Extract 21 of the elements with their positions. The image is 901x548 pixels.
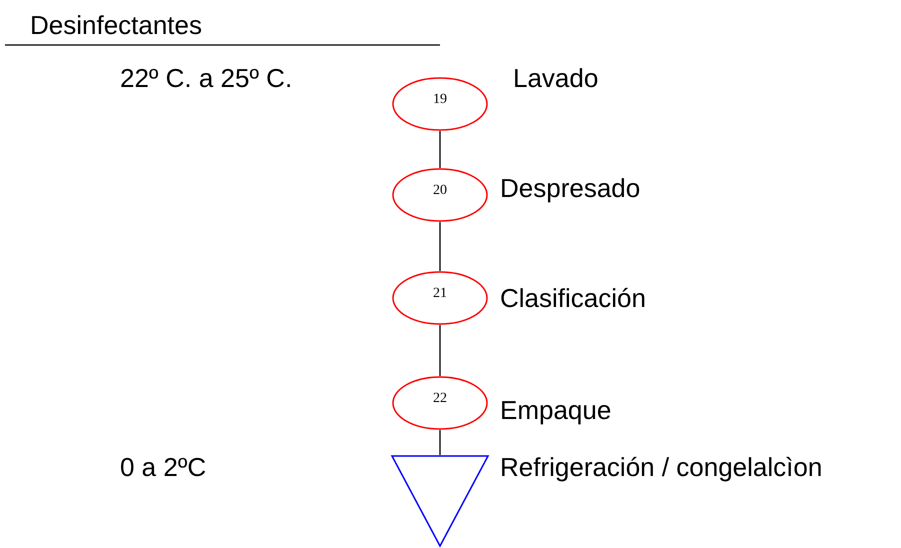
temperature-note: 22º C. a 25º C.: [120, 63, 292, 93]
step-number: 22: [433, 391, 447, 407]
connector-line: [439, 325, 441, 376]
connector-line: [439, 131, 441, 168]
step-label: Empaque: [500, 395, 612, 425]
process-circle: [392, 271, 488, 325]
step-label: Refrigeración / congelalcìon: [500, 452, 822, 482]
process-circle: [392, 376, 488, 430]
step-number: 20: [433, 183, 447, 199]
step-label: Lavado: [513, 63, 598, 93]
step-label: Despresado: [500, 173, 640, 203]
process-circle: [392, 77, 488, 131]
connector-line: [439, 222, 441, 271]
step-number: 21: [433, 286, 447, 302]
step-label: Clasificación: [500, 283, 646, 313]
process-circle: [392, 168, 488, 222]
connector-line: [439, 430, 441, 455]
section-heading: Desinfectantes: [30, 10, 202, 40]
storage-triangle: [391, 455, 489, 547]
temperature-note: 0 a 2ºC: [120, 452, 206, 482]
step-number: 19: [433, 92, 447, 108]
